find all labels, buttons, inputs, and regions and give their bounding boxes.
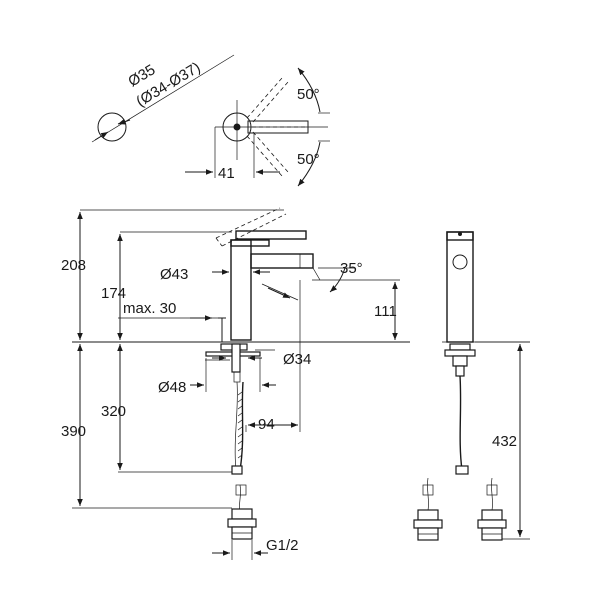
supply-hose [239,381,244,471]
plan-view: 50° 50° 41 [185,67,330,187]
body-diameter-43-label: Ø43 [160,266,188,283]
total-390-label: 390 [61,423,86,440]
height-174-label: 174 [101,285,126,302]
lever-swing-down [246,135,283,177]
faucet-body [230,239,252,341]
hose-connector [231,508,253,520]
spout-angle-label: 35° [340,260,363,277]
lever-swing-up [246,77,283,119]
height-208-label: 208 [61,257,86,274]
depth-41-label: 41 [218,165,235,182]
spout [250,253,314,269]
hole-leader-line [91,54,235,143]
plan-lever [247,120,309,134]
angle-down-label: 50° [297,151,320,168]
mounting-hole-circle [97,112,127,142]
front-connector-left [417,509,439,521]
front-aerator [452,254,468,270]
angle-up-label: 50° [297,86,320,103]
hole-diameter-detail: Ø35 (Ø34-Ø37) [91,54,235,143]
front-faucet-body [446,231,474,343]
fixing-diameter-34-label: Ø34 [283,351,311,368]
side-view: 208 174 Ø43 35° max. 30 111 [61,207,410,560]
spout-height-111-label: 111 [374,303,397,320]
front-view: 432 [413,231,530,541]
lever [235,230,307,240]
plate-diameter-48-label: Ø48 [158,379,186,396]
max-thickness-label: max. 30 [123,300,176,317]
front-height-432-label: 432 [492,433,517,450]
front-connector-right [481,509,503,521]
hose-length-320-label: 320 [101,403,126,420]
thread-g12-label: G1/2 [266,537,299,554]
offset-94-label: 94 [258,416,275,433]
